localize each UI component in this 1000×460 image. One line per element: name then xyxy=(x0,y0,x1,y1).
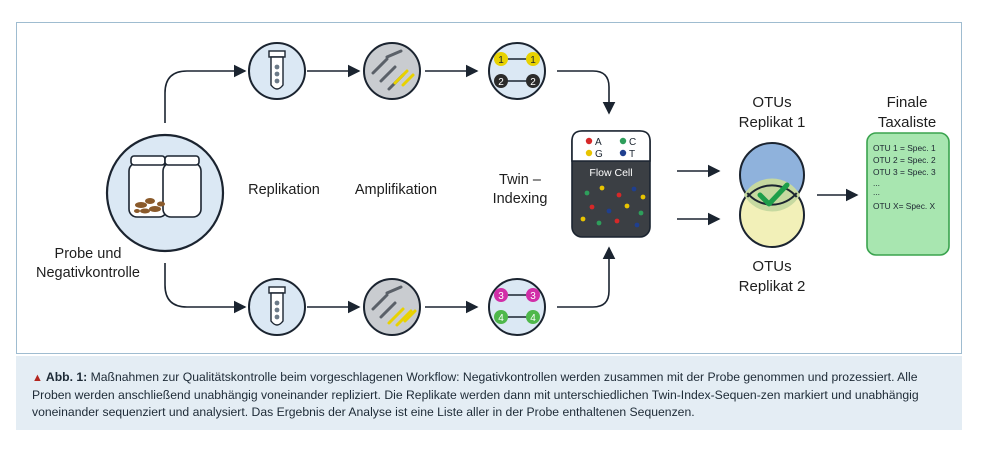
otus-replikat-1-label: OTUs Replikat 1 xyxy=(738,94,806,131)
base-g-label: G xyxy=(595,149,603,160)
replication-tube-icon-bottom xyxy=(248,278,306,336)
base-a-label: A xyxy=(595,137,602,148)
workflow-diagram: 1 1 2 2 3 3 4 4 A C G xyxy=(105,42,950,336)
flow-cell-title: Flow Cell xyxy=(589,167,632,179)
sample-label: Probe und Negativkontrolle xyxy=(36,246,140,281)
final-list-line: OTU 3 = Spec. 3 xyxy=(873,167,936,177)
otu-venn-icon xyxy=(739,142,805,248)
index-label: 2 xyxy=(498,77,504,88)
final-list-line: ... xyxy=(873,178,880,188)
twin-indexing-label: Twin – Indexing xyxy=(492,172,548,207)
figure-caption: ▲Abb. 1: Maßnahmen zur Qualitätskontroll… xyxy=(16,356,962,430)
index-pair-icon-top: 1 1 2 2 xyxy=(488,42,546,100)
base-c-label: C xyxy=(629,137,636,148)
connector-arrows xyxy=(164,64,859,314)
index-label: 1 xyxy=(530,55,536,66)
index-pair-icon-bottom: 3 3 4 4 xyxy=(488,278,546,336)
caption-triangle-icon: ▲ xyxy=(32,372,43,384)
amplification-dna-icon-bottom xyxy=(363,278,421,336)
index-label: 2 xyxy=(530,77,536,88)
index-label: 4 xyxy=(530,313,536,324)
index-label: 3 xyxy=(498,291,504,302)
final-list-line: OTU X= Spec. X xyxy=(873,201,936,211)
sample-jars-icon xyxy=(105,133,225,253)
caption-label: Abb. 1: xyxy=(45,370,88,384)
caption-text: Maßnahmen zur Qualitätskontrolle beim vo… xyxy=(32,370,919,419)
arrow-sample-to-bottom xyxy=(164,263,247,314)
diagram-panel: 1 1 2 2 3 3 4 4 A C G xyxy=(16,22,962,354)
checkmark-icon xyxy=(757,182,790,207)
index-label: 4 xyxy=(498,313,504,324)
final-list-title: Finale Taxaliste xyxy=(877,94,937,131)
amplification-dna-icon-top xyxy=(363,42,421,100)
final-list-line: ... xyxy=(873,187,880,197)
final-taxa-list-box: OTU 1 = Spec. 1 OTU 2 = Spec. 2 OTU 3 = … xyxy=(866,132,950,256)
arrow-top-idx-flowcell xyxy=(557,70,616,115)
replication-tube-icon-top xyxy=(248,42,306,100)
final-list-line: OTU 1 = Spec. 1 xyxy=(873,143,936,153)
replication-label: Replikation xyxy=(248,182,320,198)
arrow-bottom-idx-flowcell xyxy=(557,246,616,308)
base-t-label: T xyxy=(629,149,635,160)
amplification-label: Amplifikation xyxy=(354,182,438,198)
index-label: 3 xyxy=(530,291,536,302)
final-list-line: OTU 2 = Spec. 2 xyxy=(873,155,936,165)
arrow-sample-to-top xyxy=(164,64,247,123)
otus-replikat-2-label: OTUs Replikat 2 xyxy=(738,258,806,295)
index-label: 1 xyxy=(498,55,504,66)
flow-cell-icon: A C G T Flow Cell xyxy=(571,130,651,238)
